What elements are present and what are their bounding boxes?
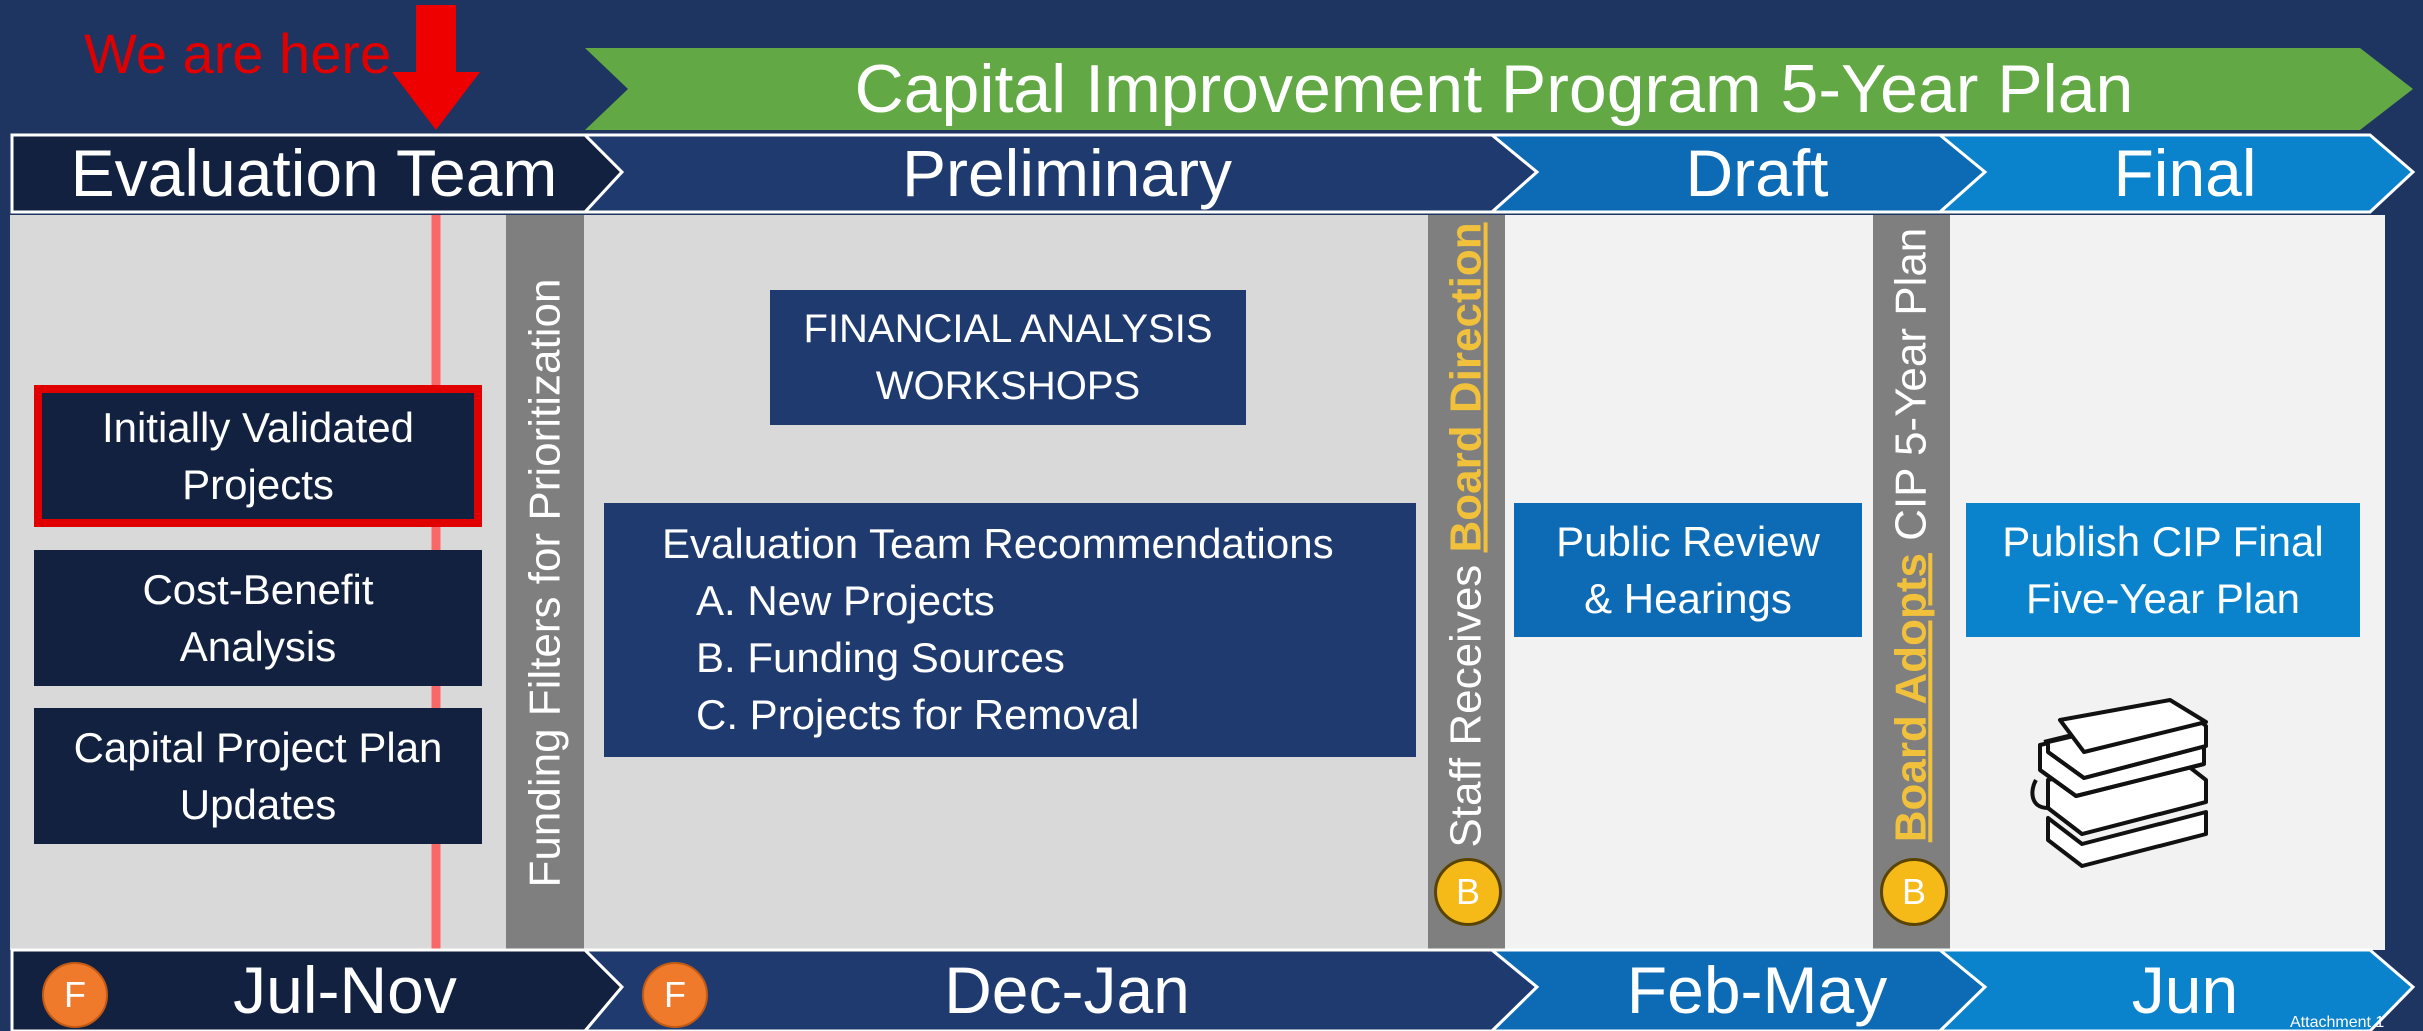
board-direction-label-wrap: Staff Receives Board Direction bbox=[1428, 215, 1505, 855]
board-adopts-bar bbox=[1873, 215, 1950, 950]
phase-evaluation-team: Evaluation Team bbox=[70, 136, 558, 210]
recommendation-item: B. Funding Sources bbox=[696, 634, 1065, 681]
phase-draft: Draft bbox=[1685, 136, 1829, 210]
timeline-feb-may: Feb-May bbox=[1626, 953, 1888, 1027]
initially-validated-projects-box: Initially Validated Projects bbox=[34, 385, 482, 527]
down-arrow-icon bbox=[392, 5, 480, 130]
jun-chevron bbox=[1935, 948, 2416, 1031]
we-are-here-label: We are here bbox=[84, 22, 392, 85]
cip-banner-shape bbox=[585, 48, 2413, 130]
timeline-jun: Jun bbox=[2131, 953, 2239, 1027]
cip-plan-label: CIP 5-Year Plan bbox=[1886, 227, 1936, 554]
cost-benefit-analysis-box: Cost-Benefit Analysis bbox=[34, 550, 482, 686]
board-adopts-label: Board Adopts bbox=[1886, 553, 1936, 843]
workshops-line2: WORKSHOPS bbox=[875, 363, 1141, 408]
timeline-jul-nov: Jul-Nov bbox=[233, 953, 457, 1027]
initially-validated-projects-text: Initially Validated Projects bbox=[101, 404, 415, 508]
staff-receives-label: Staff Receives bbox=[1441, 552, 1491, 848]
board-badge-2: B bbox=[1880, 858, 1948, 926]
funding-filters-label-wrap: Funding Filters for Prioritization bbox=[506, 215, 584, 950]
public-review-line2: & Hearings bbox=[1584, 575, 1792, 622]
board-badge-1: B bbox=[1434, 858, 1502, 926]
phase-final: Final bbox=[2113, 136, 2257, 210]
attachment-label: Attachment 1 bbox=[2290, 1014, 2385, 1031]
capital-project-plan-text: Capital Project Plan Updates bbox=[73, 724, 443, 828]
publish-line2: Five-Year Plan bbox=[2026, 575, 2300, 622]
recommendation-item: A. New Projects bbox=[696, 577, 995, 624]
publish-line1: Publish CIP Final bbox=[2002, 518, 2324, 565]
final-chevron bbox=[1935, 133, 2416, 214]
funding-filters-bar bbox=[506, 215, 584, 950]
recommendations-title: Evaluation Team Recommendations bbox=[662, 520, 1334, 567]
funding-filters-label: Funding Filters for Prioritization bbox=[520, 278, 570, 887]
board-direction-bar bbox=[1428, 215, 1505, 950]
public-review-line1: Public Review bbox=[1556, 518, 1820, 565]
cost-benefit-analysis-text: Cost-Benefit Analysis bbox=[142, 566, 374, 670]
phase-preliminary: Preliminary bbox=[901, 136, 1233, 210]
public-review-box: Public Review & Hearings bbox=[1514, 503, 1862, 637]
recommendation-item: C. Projects for Removal bbox=[696, 691, 1140, 738]
evaluation-team-recommendations-box: Evaluation Team Recommendations A. New P… bbox=[604, 503, 1416, 757]
books-icon bbox=[2030, 698, 2208, 868]
funding-badge-1: F bbox=[42, 962, 108, 1028]
capital-project-plan-box: Capital Project Plan Updates bbox=[34, 708, 482, 844]
funding-badge-2: F bbox=[642, 962, 708, 1028]
board-direction-label: Board Direction bbox=[1441, 222, 1491, 553]
financial-analysis-workshops-box: FINANCIAL ANALYSIS WORKSHOPS bbox=[770, 290, 1246, 425]
cip-banner-title: Capital Improvement Program 5-Year Plan bbox=[854, 51, 2134, 127]
timeline-dec-jan: Dec-Jan bbox=[944, 953, 1190, 1027]
workshops-line1: FINANCIAL ANALYSIS bbox=[803, 306, 1213, 351]
publish-cip-final-box: Publish CIP Final Five-Year Plan bbox=[1966, 503, 2360, 637]
board-adopts-label-wrap: Board Adopts CIP 5-Year Plan bbox=[1873, 215, 1950, 855]
